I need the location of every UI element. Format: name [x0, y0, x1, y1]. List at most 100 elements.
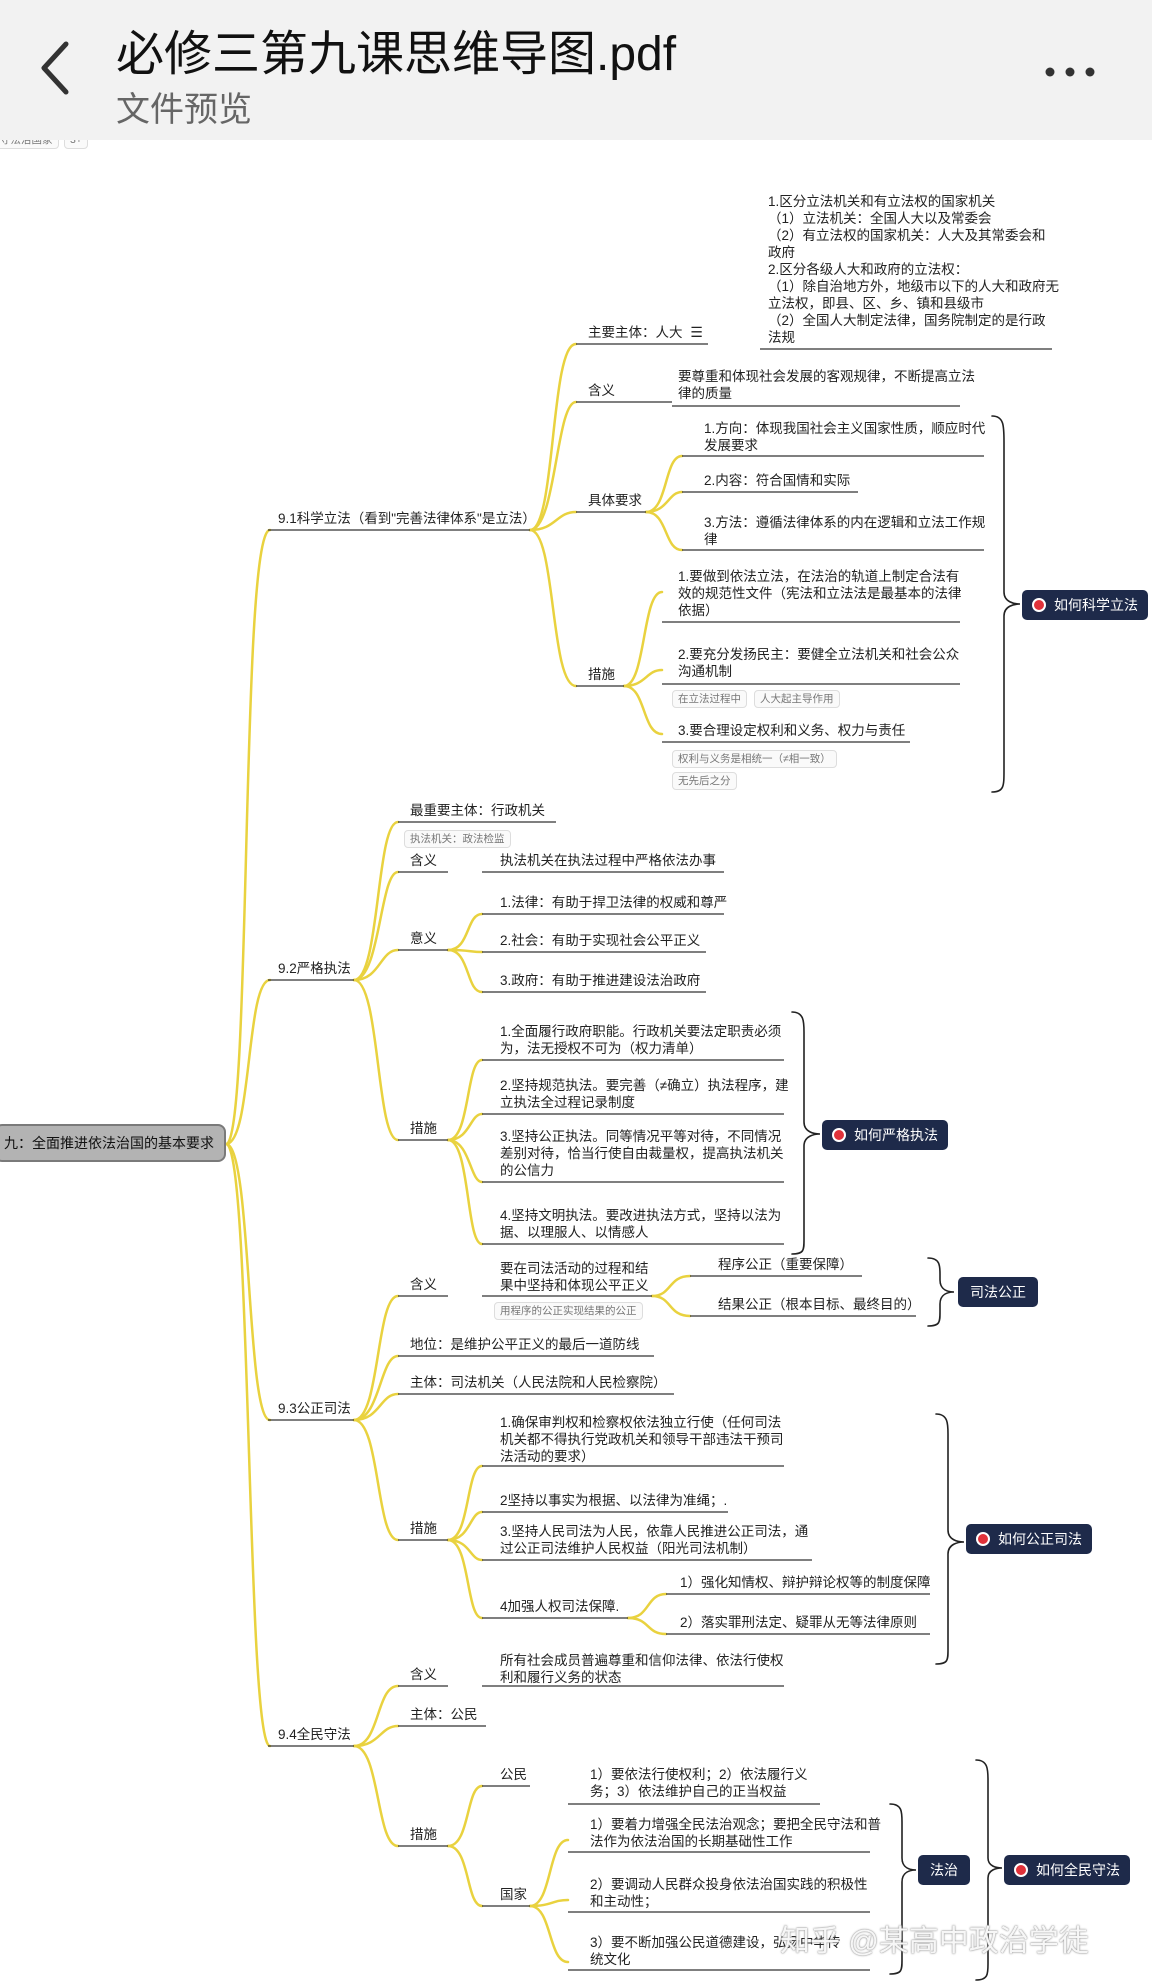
s1-summary-label: 如何科学立法 [1054, 597, 1138, 613]
s1-measure-2-tag-2: 人大起主导作用 [754, 690, 840, 708]
s1-measure-3-tag-1: 权利与义务是相统一（≠相一致） [672, 750, 837, 768]
s3-subject: 主体：司法机关（人民法院和人民检察院） [410, 1375, 667, 1390]
s3-measures-label[interactable]: 措施 [410, 1521, 437, 1536]
s1-subject-note-2: （1）立法机关：全国人大以及常委会 [768, 211, 992, 226]
s1-meaning-line-2: 律的质量 [678, 386, 732, 401]
s4-citizen-line-2: 务；3）依法维护自己的正当权益 [590, 1784, 787, 1799]
s1-req-3-line-2: 律 [704, 532, 718, 547]
s1-measures-label[interactable]: 措施 [588, 667, 615, 682]
more-dots-icon[interactable] [1040, 52, 1100, 92]
section-9-2-title[interactable]: 9.2严格执法 [278, 961, 351, 976]
s4-measures-label[interactable]: 措施 [410, 1827, 437, 1842]
s1-requirements-label[interactable]: 具体要求 [588, 493, 642, 508]
s3-measure-3-line-1: 3.坚持人民司法为人民，依靠人民推进公正司法，通 [500, 1524, 809, 1539]
s3-procedural-justice: 程序公正（重要保障） [718, 1257, 853, 1272]
s4-citizen-label[interactable]: 公民 [500, 1767, 527, 1782]
s3-meaning-tag: 用程序的公正实现结果的公正 [494, 1302, 643, 1320]
s2-measure-1-line-2: 为，法无授权不可为（权力清单） [500, 1041, 703, 1056]
s3-measure-2: 2坚持以事实为根据、以法律为准绳；. [500, 1493, 728, 1508]
s1-req-1-line-2: 发展要求 [704, 438, 758, 453]
s2-meaning: 执法机关在执法过程中严格依法办事 [500, 853, 716, 868]
s2-measure-4-line-1: 4.坚持文明执法。要改进执法方式，坚持以法为 [500, 1208, 782, 1223]
mind-map: 九：全面推进依法治国的基本要求 9.1科学立法（看到"完善法律体系"是立法） 主… [0, 152, 1152, 1986]
s2-significance-label[interactable]: 意义 [410, 931, 437, 946]
s1-req-3-line-1: 3.方法：遵循法律体系的内在逻辑和立法工作规 [704, 515, 986, 530]
s4-state-label[interactable]: 国家 [500, 1887, 527, 1902]
red-dot-icon [976, 1532, 990, 1546]
s1-measure-2-line-2: 沟通机制 [678, 664, 732, 679]
s1-subject-note-6: （1）除自治地方外，地级市以下的人大和政府无 [768, 279, 1060, 294]
section-9-1-title[interactable]: 9.1科学立法（看到"完善法律体系"是立法） [278, 511, 536, 526]
s2-summary-pill[interactable]: 如何严格执法 [822, 1120, 948, 1150]
preview-header: 必修三第九课思维导图.pdf 文件预览 [0, 0, 1152, 140]
s4-state-1-line-1: 1）要着力增强全民法治观念；要把全民守法和普 [590, 1817, 882, 1832]
s1-req-2: 2.内容：符合国情和实际 [704, 473, 851, 488]
section-9-3-title[interactable]: 9.3公正司法 [278, 1401, 351, 1416]
s4-state-2-line-1: 2）要调动人民群众投身依法治国实践的积极性 [590, 1877, 868, 1892]
s4-state-3-line-1: 3）要不断加强公民道德建设，弘扬中华传 [590, 1935, 841, 1950]
s1-measure-2-line-1: 2.要充分发扬民主：要健全立法机关和社会公众 [678, 647, 960, 662]
s3-meaning-label[interactable]: 含义 [410, 1277, 437, 1292]
document-title: 必修三第九课思维导图.pdf [116, 28, 677, 81]
s2-measure-2-line-1: 2.坚持规范执法。要完善（≠确立）执法程序，建 [500, 1078, 789, 1093]
s2-significance-3: 3.政府：有助于推进建设法治政府 [500, 973, 701, 988]
s3-meaning-line-1: 要在司法活动的过程和结 [500, 1261, 649, 1276]
note-icon[interactable]: ☰ [690, 324, 703, 340]
s2-measure-3-line-2: 差别对待，恰当行使自由裁量权，提高执法机关 [500, 1146, 784, 1161]
s4-summary-pill[interactable]: 如何全民守法 [1004, 1855, 1130, 1885]
root-node[interactable]: 九：全面推进依法治国的基本要求 [0, 1124, 226, 1162]
s4-meaning-line-1: 所有社会成员普遍尊重和信仰法律、依法行使权 [500, 1653, 784, 1668]
s1-meaning-line-1: 要尊重和体现社会发展的客观规律，不断提高立法 [678, 369, 975, 384]
s1-subject-label: 主要主体：人大 [588, 325, 683, 340]
section-9-4-title[interactable]: 9.4全民守法 [278, 1727, 351, 1742]
s4-meaning-line-2: 利和履行义务的状态 [500, 1670, 622, 1685]
s1-measure-1-line-2: 效的规范性文件（宪法和立法法是最基本的法律 [678, 586, 962, 601]
document-subtitle: 文件预览 [116, 91, 252, 129]
s4-rule-of-law-pill[interactable]: 法治 [918, 1855, 970, 1885]
s4-meaning-label[interactable]: 含义 [410, 1667, 437, 1682]
s2-measure-1-line-1: 1.全面履行政府职能。行政机关要法定职责必须 [500, 1024, 782, 1039]
s1-subject-note-9: 法规 [768, 330, 795, 345]
strip-tag: 守法治国家 [0, 140, 59, 149]
mind-map-connectors [224, 342, 1052, 1981]
s1-summary-pill[interactable]: 如何科学立法 [1022, 590, 1148, 620]
s3-measure-3-line-2: 过公正司法维护人民权益（阳光司法机制） [500, 1541, 757, 1556]
s1-meaning-label[interactable]: 含义 [588, 383, 615, 398]
s3-meaning-line-2: 果中坚持和体现公平正义 [500, 1278, 649, 1293]
s1-req-1-line-1: 1.方向：体现我国社会主义国家性质，顺应时代 [704, 421, 986, 436]
s2-meaning-label[interactable]: 含义 [410, 853, 437, 868]
back-arrow-icon[interactable] [36, 38, 76, 98]
s1-subject-note-5: 2.区分各级人大和政府的立法权： [768, 262, 969, 277]
s2-measure-2-line-2: 立执法全过程记录制度 [500, 1095, 635, 1110]
s3-summary-label: 如何公正司法 [998, 1531, 1082, 1547]
s3-result-justice: 结果公正（根本目标、最终目的） [718, 1297, 921, 1312]
s1-measure-1-line-1: 1.要做到依法立法，在法治的轨道上制定合法有 [678, 569, 960, 584]
s2-measure-3-line-1: 3.坚持公正执法。同等情况平等对待，不同情况 [500, 1129, 782, 1144]
s4-state-1-line-2: 法作为依法治国的长期基础性工作 [590, 1834, 793, 1849]
s1-subject-note-4: 政府 [768, 245, 795, 260]
s1-subject[interactable]: 主要主体：人大 ☰ [588, 324, 703, 341]
s2-summary-label: 如何严格执法 [854, 1127, 938, 1143]
s2-measures-label[interactable]: 措施 [410, 1121, 437, 1136]
s1-measure-2-tag-1: 在立法过程中 [672, 690, 747, 708]
s4-subject: 主体：公民 [410, 1707, 478, 1722]
s1-subject-note-8: （2）全国人大制定法律，国务院制定的是行政 [768, 313, 1046, 328]
strip-tag: 3+ [64, 140, 88, 149]
watermark: 知乎 @某高中政治学徒 [780, 1925, 1089, 1958]
s3-measure-4-sub-1: 1）强化知情权、辩护辩论权等的制度保障 [680, 1575, 931, 1590]
red-dot-icon [832, 1128, 846, 1142]
s4-state-3-line-2: 统文化 [590, 1952, 631, 1967]
s4-summary-label: 如何全民守法 [1036, 1862, 1120, 1878]
s2-measure-4-line-2: 据、以理服人、以情感人 [500, 1225, 649, 1240]
s3-measure-1-line-1: 1.确保审判权和检察权依法独立行使（任何司法 [500, 1415, 782, 1430]
s2-measure-3-line-3: 的公信力 [500, 1163, 554, 1178]
s1-subject-note-1: 1.区分立法机关和有立法权的国家机关 [768, 194, 996, 209]
cropped-toolbar-strip: 守法治国家 3+ [0, 140, 1152, 152]
s3-measure-4: 4加强人权司法保障. [500, 1599, 620, 1614]
s3-justice-pill[interactable]: 司法公正 [958, 1277, 1038, 1307]
s2-subject-tag: 执法机关：政法检监 [404, 830, 511, 848]
s2-subject: 最重要主体：行政机关 [410, 803, 545, 818]
s3-summary-pill[interactable]: 如何公正司法 [966, 1524, 1092, 1554]
s1-subject-note-3: （2）有立法权的国家机关：人大及其常委会和 [768, 228, 1046, 243]
s1-subject-note-7: 立法权，即县、区、乡、镇和县级市 [768, 296, 984, 311]
